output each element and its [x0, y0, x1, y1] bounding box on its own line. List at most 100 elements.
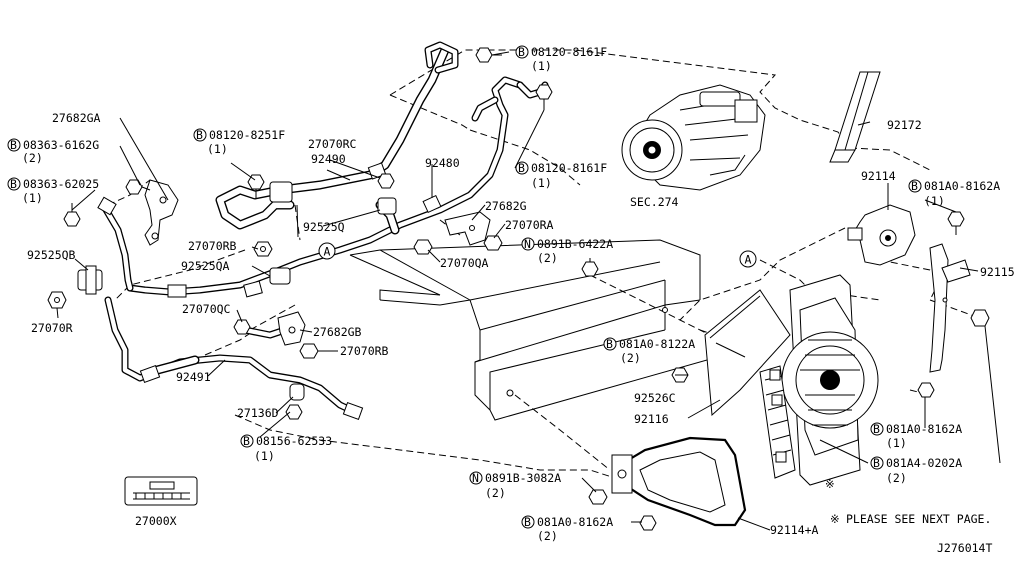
nut-icon — [413, 239, 433, 255]
ref-marker-a-left: A — [318, 242, 336, 260]
svg-text:N: N — [472, 471, 479, 485]
svg-text:0891B-3082A: 0891B-3082A — [485, 471, 561, 485]
label-27070RA: 27070RA — [505, 218, 554, 232]
label-92525QB: 92525QB — [27, 248, 76, 262]
label-92525Q: 92525Q — [303, 220, 345, 234]
nut-icon — [253, 241, 273, 257]
label-27070RB-top: 27070RB — [188, 239, 237, 253]
bolt-icon — [233, 319, 251, 335]
bolt-icon — [247, 174, 265, 198]
condenser-fan-assembly: ※ — [759, 274, 879, 491]
svg-text:08156-62533: 08156-62533 — [256, 434, 332, 448]
bolt-icon — [581, 261, 599, 277]
qty: (1) — [924, 194, 945, 208]
svg-text:A: A — [745, 253, 752, 267]
diagram-id: J276014T — [937, 541, 992, 555]
svg-text:A: A — [324, 245, 331, 259]
label-081A0-8122A: B 081A0-8122A — [603, 337, 695, 351]
label-92115: 92115 — [980, 265, 1015, 279]
seal-strip-92172 — [829, 71, 881, 163]
label-92172: 92172 — [887, 118, 922, 132]
bracket-92115 — [929, 243, 971, 373]
ac-pipes — [97, 41, 549, 421]
label-0891B-6422A: N 0891B-6422A — [521, 237, 613, 251]
label-08363-62025: B 08363-62025 — [7, 177, 99, 191]
lower-bracket-92114A — [611, 436, 747, 527]
svg-text:B: B — [518, 161, 525, 175]
bolt-icon — [947, 211, 965, 235]
label-92114: 92114 — [861, 169, 896, 183]
svg-text:08120-8251F: 08120-8251F — [209, 128, 285, 142]
control-panel-27000X — [124, 476, 198, 506]
nut-icon — [299, 343, 319, 359]
bolt-icon — [125, 179, 151, 195]
svg-text:B: B — [606, 337, 613, 351]
qty: (2) — [537, 529, 558, 543]
bolt-icon — [285, 404, 303, 420]
front-cross-member — [349, 239, 761, 421]
svg-text:B: B — [873, 456, 880, 470]
nut-icon — [483, 235, 503, 251]
brackets — [77, 179, 491, 401]
baffle-92116 — [704, 289, 791, 417]
label-92491: 92491 — [176, 370, 211, 384]
nut-icon — [377, 173, 395, 189]
svg-text:N: N — [524, 237, 531, 251]
svg-text:B: B — [911, 179, 918, 193]
nut-icon — [588, 489, 608, 505]
qty: (2) — [485, 486, 506, 500]
svg-text:081A0-8162A: 081A0-8162A — [537, 515, 613, 529]
svg-text:081A0-8122A: 081A0-8122A — [619, 337, 695, 351]
svg-text:B: B — [524, 515, 531, 529]
svg-text:08120-8161F: 08120-8161F — [531, 161, 607, 175]
qty: (2) — [886, 471, 907, 485]
bolt-icon — [475, 47, 502, 63]
qty: (1) — [22, 191, 43, 205]
bolt-icon — [639, 515, 657, 531]
svg-text:B: B — [10, 177, 17, 191]
qty: (1) — [207, 142, 228, 156]
qty: (1) — [886, 436, 907, 450]
label-081A0-8162A-mid: B 081A0-8162A — [870, 422, 962, 436]
compressor-assembly — [621, 84, 766, 191]
svg-text:0891B-6422A: 0891B-6422A — [537, 237, 613, 251]
next-page-mark: ※ — [825, 477, 835, 491]
svg-text:08363-62025: 08363-62025 — [23, 177, 99, 191]
condenser-bracket-92114 — [847, 204, 916, 266]
label-27682GB: 27682GB — [313, 325, 362, 339]
label-27136D: 27136D — [237, 406, 279, 420]
svg-text:081A0-8162A: 081A0-8162A — [886, 422, 962, 436]
qty: (1) — [531, 59, 552, 73]
label-92490: 92490 — [311, 152, 346, 166]
qty: (2) — [620, 351, 641, 365]
label-27070RB-bottom: 27070RB — [340, 344, 389, 358]
qty: (2) — [22, 151, 43, 165]
svg-text:B: B — [873, 422, 880, 436]
label-92116: 92116 — [634, 412, 669, 426]
nut-icon — [47, 291, 67, 309]
svg-text:08363-6162G: 08363-6162G — [23, 138, 99, 152]
svg-text:B: B — [518, 45, 525, 59]
label-0891B-3082A: N 0891B-3082A — [469, 471, 561, 485]
bolt-icon — [970, 309, 990, 327]
qty: (2) — [537, 251, 558, 265]
bolt-icon — [63, 203, 81, 227]
svg-text:B: B — [243, 434, 250, 448]
label-27682G: 27682G — [485, 199, 527, 213]
label-27070QA: 27070QA — [440, 256, 489, 270]
label-081A0-8162A-bottom: B 081A0-8162A — [521, 515, 613, 529]
label-27682GA: 27682GA — [52, 111, 101, 125]
bolt-icon — [535, 84, 553, 110]
ref-marker-a-right: A — [739, 250, 757, 268]
label-27070QC: 27070QC — [182, 302, 231, 316]
label-92480: 92480 — [425, 156, 460, 170]
label-27070RC: 27070RC — [308, 137, 357, 151]
label-92114A: 92114+A — [770, 523, 819, 537]
